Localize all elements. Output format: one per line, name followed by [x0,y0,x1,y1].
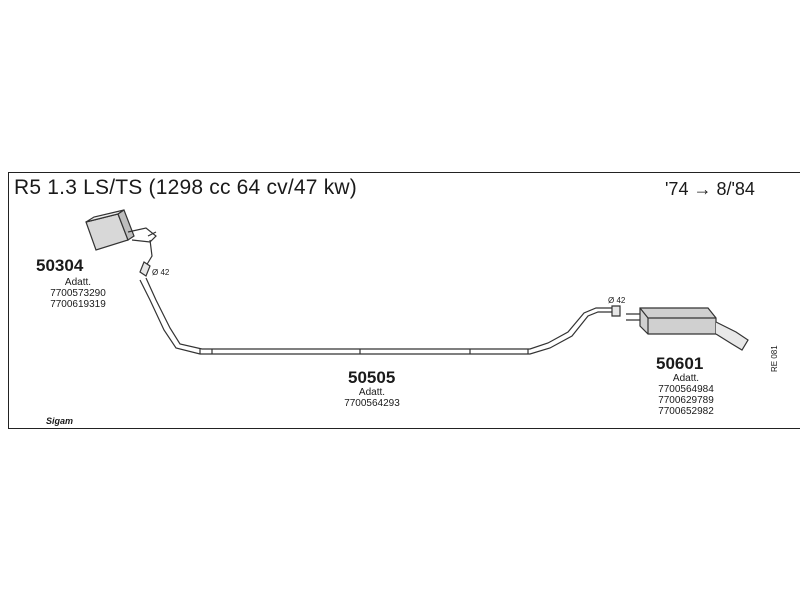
part-number-50601: 50601 [656,354,704,373]
brand-logo: Sigam [46,416,74,426]
vehicle-title: R5 1.3 LS/TS (1298 cc 64 cv/47 kw) [14,176,357,199]
oem-50601-1: 7700564984 [658,384,714,395]
part-number-50304: 50304 [36,256,84,275]
reference-code: RE 081 [770,345,779,372]
intermediate-pipe-50505 [139,277,621,355]
diagram-frame [8,172,800,429]
oem-50304-1: 7700573290 [50,288,106,299]
diameter-label-rear: Ø 42 [608,296,626,305]
part-label-50304: Adatt. [64,277,92,288]
oem-50505-1: 7700564293 [344,398,400,409]
year-range: '74 → 8/'84 [665,179,755,199]
oem-50601-2: 7700629789 [658,395,714,406]
part-label-50601: Adatt. [672,373,700,384]
part-label-50505: Adatt. [358,387,386,398]
rear-silencer-50601 [626,307,749,351]
oem-50601-3: 7700652982 [658,406,714,417]
oem-50304-2: 7700619319 [50,299,106,310]
part-number-50505: 50505 [348,368,396,387]
diameter-label-front: Ø 42 [152,268,170,277]
front-silencer-50304 [85,209,157,277]
